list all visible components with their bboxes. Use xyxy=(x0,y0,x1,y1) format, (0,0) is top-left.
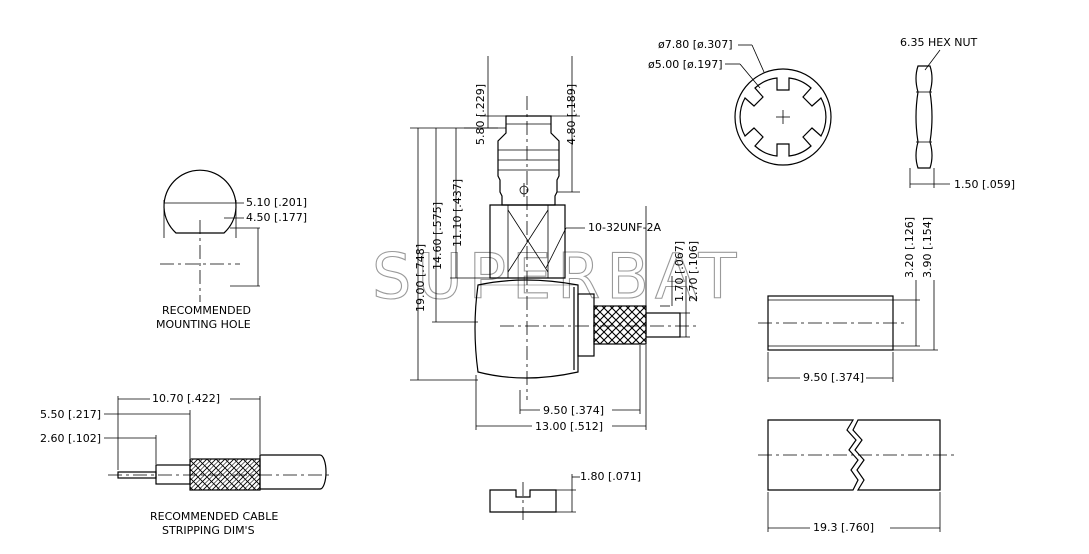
sleeve-length-dim: 9.50 [.374] xyxy=(803,371,864,384)
mounting-hole-caption-2: MOUNTING HOLE xyxy=(156,318,251,331)
cable-stripping-view: 10.70 [.422] 5.50 [.217] 2.60 [.102] REC… xyxy=(40,392,330,537)
connector-top-left-dim: 5.80 [.229] xyxy=(474,84,487,145)
washer-inner-teeth xyxy=(739,77,827,157)
cable-dielectric xyxy=(155,464,191,485)
washer-outer-dim: ø7.80 [ø.307] xyxy=(658,38,733,51)
mounting-hole-flat-dim: 4.50 [.177] xyxy=(246,211,307,224)
connector-thread-label: 10-32UNF-2A xyxy=(588,221,662,234)
cable-caption-2: STRIPPING DIM'S xyxy=(162,524,255,537)
cable-braid-dim: 5.50 [.217] xyxy=(40,408,101,421)
connector-hex-body xyxy=(489,204,566,279)
cable-pin-dim: 2.60 [.102] xyxy=(40,432,101,445)
contact-pin-view: 1.80 [.071] xyxy=(489,470,641,520)
washer-inner-dim: ø5.00 [ø.197] xyxy=(648,58,723,71)
washer-outer-circle xyxy=(734,68,832,166)
lock-washer-view: ø7.80 [ø.307] ø5.00 [ø.197] xyxy=(648,38,832,166)
heat-shrink-view: 19.3 [.760] xyxy=(758,419,955,534)
sleeve-inner-dim: 3.20 [.126] xyxy=(903,217,916,278)
connector-top-right-dim: 4.80 [.189] xyxy=(565,84,578,145)
connector-overall-height-dim: 19.00 [.748] xyxy=(414,244,427,312)
mounting-hole-width-dim: 5.10 [.201] xyxy=(246,196,307,209)
connector-height-2-dim: 14.60 [.575] xyxy=(431,202,444,270)
mounting-hole-caption-1: RECOMMENDED xyxy=(162,304,251,317)
sleeve-outer-dim: 3.90 [.154] xyxy=(921,217,934,278)
cable-braid xyxy=(189,458,261,491)
contact-pin-outline xyxy=(489,489,557,513)
hex-nut-thickness-dim: 1.50 [.059] xyxy=(954,178,1015,191)
hex-nut-view: 6.35 HEX NUT 1.50 [.059] xyxy=(900,36,1015,191)
contact-pin-height-dim: 1.80 [.071] xyxy=(580,470,641,483)
cable-caption-1: RECOMMENDED CABLE xyxy=(150,510,278,523)
connector-knurled-ferrule xyxy=(593,305,647,345)
connector-ferrule-dim-1: 1.70 [.067] xyxy=(673,241,686,302)
hex-nut-outline xyxy=(915,65,933,169)
connector-offset-dim: 9.50 [.374] xyxy=(543,404,604,417)
connector-height-3-dim: 11.10 [.437] xyxy=(451,179,464,247)
heat-shrink-right-part xyxy=(852,419,941,491)
connector-side-view: 5.80 [.229] 4.80 [.189] 19.00 [.748] 14.… xyxy=(410,56,700,433)
connector-elbow-body xyxy=(474,279,579,379)
cable-overall-dim: 10.70 [.422] xyxy=(152,392,220,405)
connector-ferrule-end xyxy=(645,312,681,338)
ferrule-sleeve-view: 3.20 [.126] 3.90 [.154] 9.50 [.374] xyxy=(758,217,938,384)
connector-plug xyxy=(497,115,560,206)
connector-ferrule-dim-2: 2.70 [.106] xyxy=(687,241,700,302)
mounting-hole-view: 5.10 [.201] 4.50 [.177] RECOMMENDED MOUN… xyxy=(156,169,307,331)
heat-shrink-left-part xyxy=(767,419,859,491)
heat-shrink-length-dim: 19.3 [.760] xyxy=(813,521,874,534)
hex-nut-label: 6.35 HEX NUT xyxy=(900,36,978,49)
connector-overall-width-dim: 13.00 [.512] xyxy=(535,420,603,433)
cable-jacket xyxy=(259,454,327,490)
